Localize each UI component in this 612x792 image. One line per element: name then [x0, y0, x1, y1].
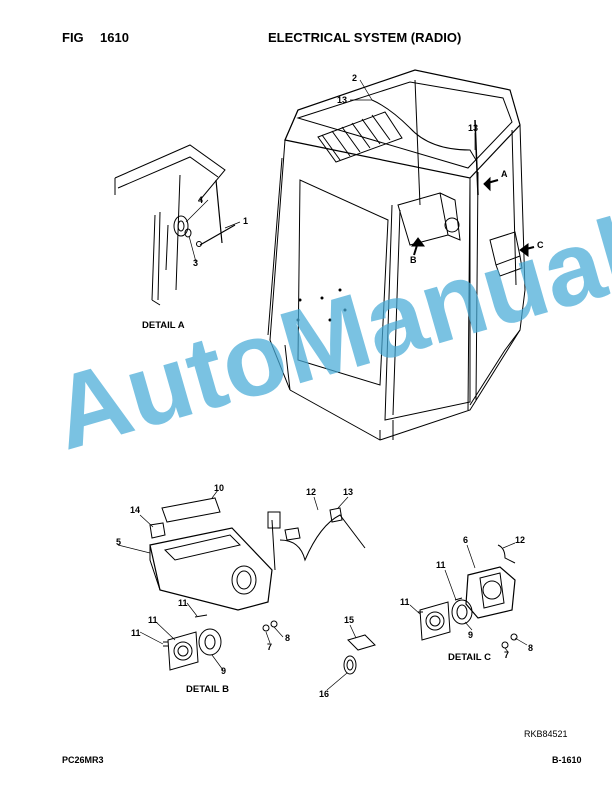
callout-13-top: 13	[337, 95, 347, 105]
callout-13-harness: 13	[343, 487, 353, 497]
callout-1: 1	[243, 216, 248, 226]
detail-c-drawing	[418, 544, 518, 649]
callout-11-b2: 11	[148, 615, 158, 625]
callout-11-b3: 11	[178, 598, 188, 608]
view-arrow-b	[411, 237, 425, 256]
callout-4: 4	[198, 195, 203, 205]
callout-7-c: 7	[504, 650, 509, 660]
fig-number: 1610	[100, 30, 129, 45]
callout-6: 6	[463, 535, 468, 545]
callout-8-b: 8	[285, 633, 290, 643]
callout-14: 14	[130, 505, 140, 515]
drawing-reference: RKB84521	[524, 729, 568, 739]
callout-3: 3	[193, 258, 198, 268]
callouts: 2 13 13 1 4 3 10 14 5 12 13 11 11 11 8 7…	[116, 73, 533, 699]
detail-a-label: DETAIL A	[142, 320, 185, 331]
callout-9-c: 9	[468, 630, 473, 640]
view-marker-c: C	[537, 240, 544, 250]
callout-5: 5	[116, 537, 121, 547]
view-marker-a: A	[501, 169, 508, 179]
callout-11-c1: 11	[436, 560, 446, 570]
callout-8-c: 8	[528, 643, 533, 653]
leader-lines	[117, 79, 528, 691]
callout-7-b: 7	[267, 642, 272, 652]
operator-cab	[267, 69, 526, 441]
footer-page-number: B-1610	[552, 755, 582, 765]
callout-11-b1: 11	[131, 628, 141, 638]
callout-15: 15	[344, 615, 354, 625]
footer-model: PC26MR3	[62, 755, 104, 765]
callout-2: 2	[352, 73, 357, 83]
detail-b-label: DETAIL B	[186, 684, 229, 695]
callout-13-mast: 13	[468, 123, 478, 133]
callout-9-b: 9	[221, 666, 226, 676]
view-marker-b: B	[410, 255, 417, 265]
view-arrow-a	[483, 176, 499, 192]
callout-16: 16	[319, 689, 329, 699]
fig-label: FIG	[62, 30, 84, 45]
detail-a-drawing	[114, 144, 236, 306]
view-arrow-c	[519, 243, 535, 257]
detail-b-drawing	[149, 497, 376, 675]
callout-10: 10	[214, 483, 224, 493]
figure-title: ELECTRICAL SYSTEM (RADIO)	[268, 30, 462, 45]
callout-12-c: 12	[515, 535, 525, 545]
detail-c-label: DETAIL C	[448, 652, 491, 663]
callout-12-harness: 12	[306, 487, 316, 497]
callout-11-c2: 11	[400, 597, 410, 607]
